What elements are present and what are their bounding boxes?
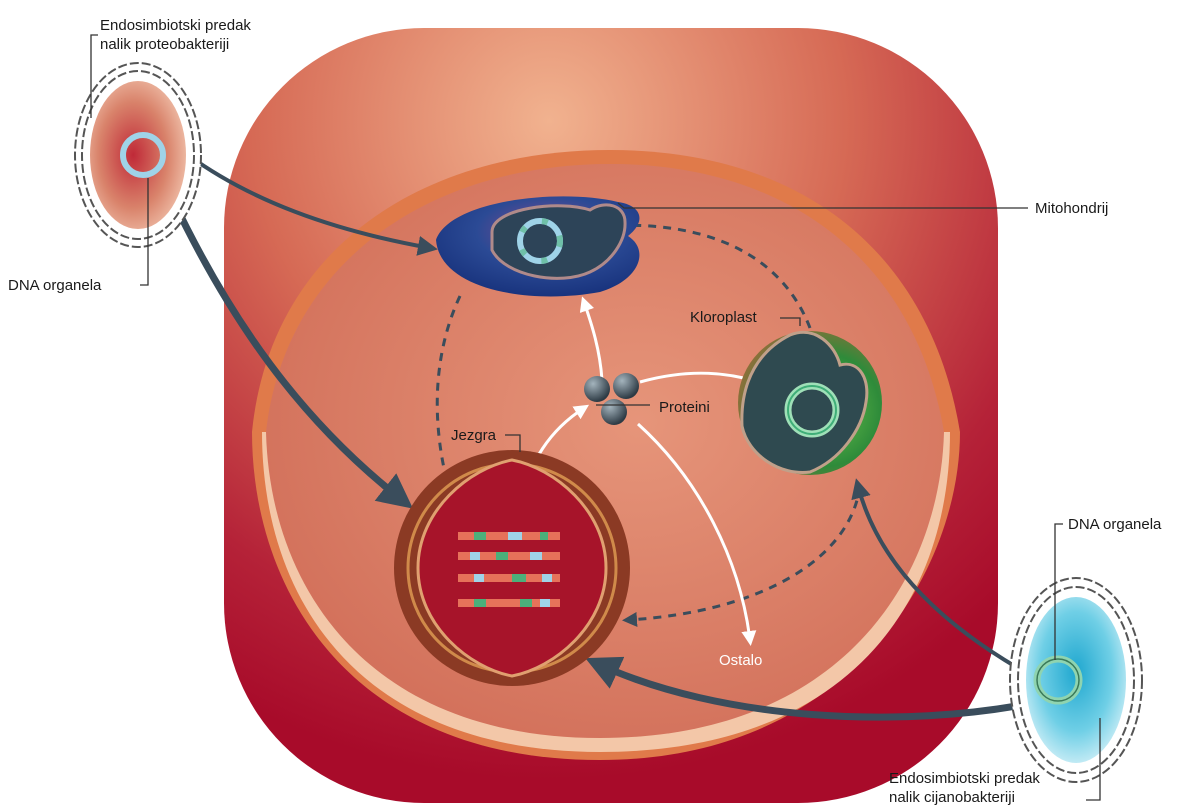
arrow-proteo-to-nucleus [168,196,414,509]
proteini-label: Proteini [659,399,710,416]
proteo-ancestor-line2: nalik proteobakteriji [100,36,230,53]
dashed-arrow-chloro-to-mito [598,217,812,329]
proteobacterium-ancestor [74,62,202,248]
kloroplast-label: Kloroplast [690,309,757,326]
cyano-ancestor-line1: Endosimbiotski predak [889,770,1040,787]
ostalo-label: Ostalo [719,652,763,669]
leader-lines [90,34,1101,801]
mitohondrij-label: Mitohondrij [1035,200,1109,217]
circular-dna-icon [120,132,166,178]
proteo-ancestor-label: Endosimbiotski predak nalik proteobakter… [100,16,251,54]
mitochondrion [436,196,640,297]
proteo-ancestor-line1: Endosimbiotski predak [100,17,251,34]
white-arrow-proteins-to-mito [579,296,604,381]
chloroplast [738,330,882,475]
cyano-ancestor-label: Endosimbiotski predak nalik cijanobakter… [889,769,1040,807]
cyano-ancestor-line2: nalik cijanobakteriji [889,789,1015,806]
cyanobacterium-ancestor [1009,577,1143,783]
arrow-cyano-to-chloro [851,478,1031,677]
arrow-proteo-to-mito [186,153,438,256]
arrow-cyano-to-nucleus [585,656,1039,721]
chromosome-bars [458,532,560,607]
jezgra-label: Jezgra [451,427,497,444]
white-arrow-proteins-to-other [636,422,757,646]
dna-organela-right-label: DNA organela [1068,516,1162,533]
dna-organela-left-label: DNA organela [8,277,102,294]
nucleus [394,450,630,686]
